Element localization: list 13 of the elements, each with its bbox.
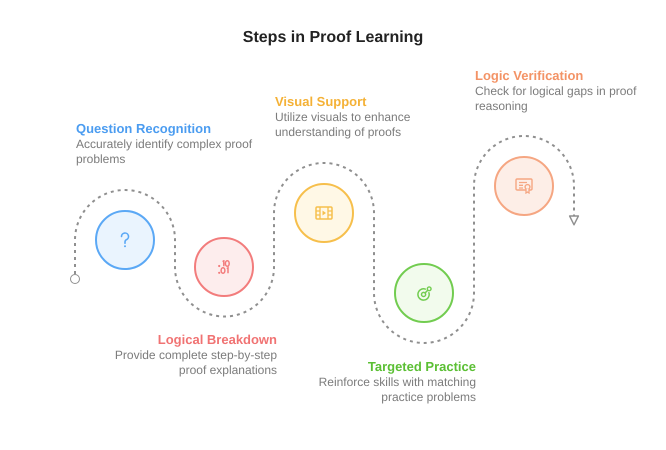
step-description: Reinforce skills with matching practice problems	[318, 375, 476, 405]
diagram-title: Steps in Proof Learning	[242, 28, 424, 47]
step-description: Provide complete step-by-step proof explanations	[114, 348, 277, 378]
start-point	[70, 274, 80, 284]
step-description: Check for logical gaps in proof reasoning	[475, 84, 638, 114]
step-description: Utilize visuals to enhance understanding of proofs	[275, 110, 412, 140]
step-description: Accurately identify complex proof problems	[76, 137, 254, 167]
step-title: Logic Verification	[475, 67, 584, 84]
step-title: Visual Support	[275, 93, 366, 110]
step-title: Logical Breakdown	[158, 331, 277, 348]
step-title: Question Recognition	[76, 120, 212, 137]
step-title: Targeted Practice	[368, 358, 476, 375]
dashed-connector	[74, 135, 580, 344]
